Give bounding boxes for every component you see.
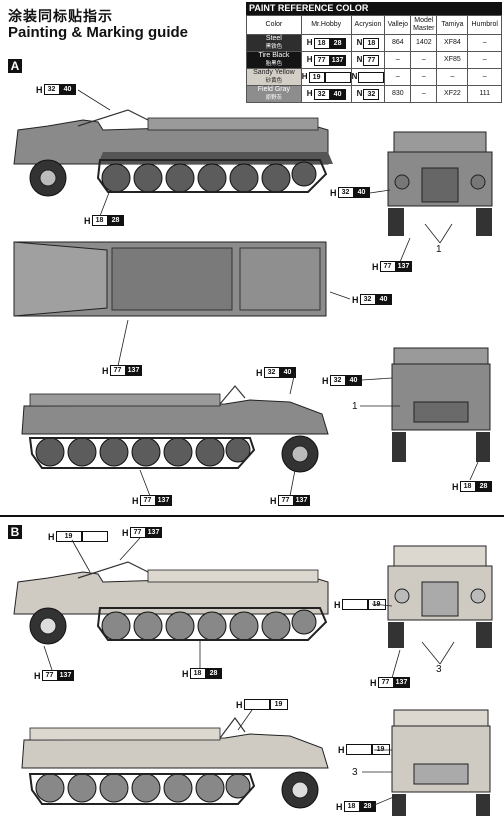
vehicle-b-side-right-illustration [21, 716, 329, 809]
vehicle-a-front-illustration [387, 131, 493, 236]
marker-1-a2: 1 [352, 401, 358, 412]
vehicle-b-front-illustration [387, 545, 493, 648]
marker-3-b2: 3 [352, 767, 358, 778]
vehicle-a-side-right-illustration [21, 385, 329, 473]
paint-table-grid: Color Mr.Hobby Acrysion Vallejo Model Ma… [246, 15, 502, 103]
title-english: Painting & Marking guide [8, 24, 189, 41]
marker-3-b1: 3 [436, 664, 442, 675]
vehicle-b-rear-illustration [391, 709, 491, 816]
section-a-badge: A [8, 59, 22, 73]
vehicle-a-rear-illustration [391, 347, 491, 462]
section-divider [0, 515, 504, 517]
vehicle-a-top-illustration [13, 241, 327, 317]
marker-1-a1: 1 [436, 244, 442, 255]
paint-reference-table: PAINT REFERENCE COLOR Color Mr.Hobby Acr… [246, 2, 502, 103]
vehicle-b-side-left-illustration [13, 561, 329, 645]
section-b-badge: B [8, 525, 22, 539]
vehicle-a-side-left-illustration [13, 109, 333, 197]
title-chinese: 涂装同标贴指示 [8, 9, 113, 25]
paint-table-title: PAINT REFERENCE COLOR [246, 2, 502, 15]
